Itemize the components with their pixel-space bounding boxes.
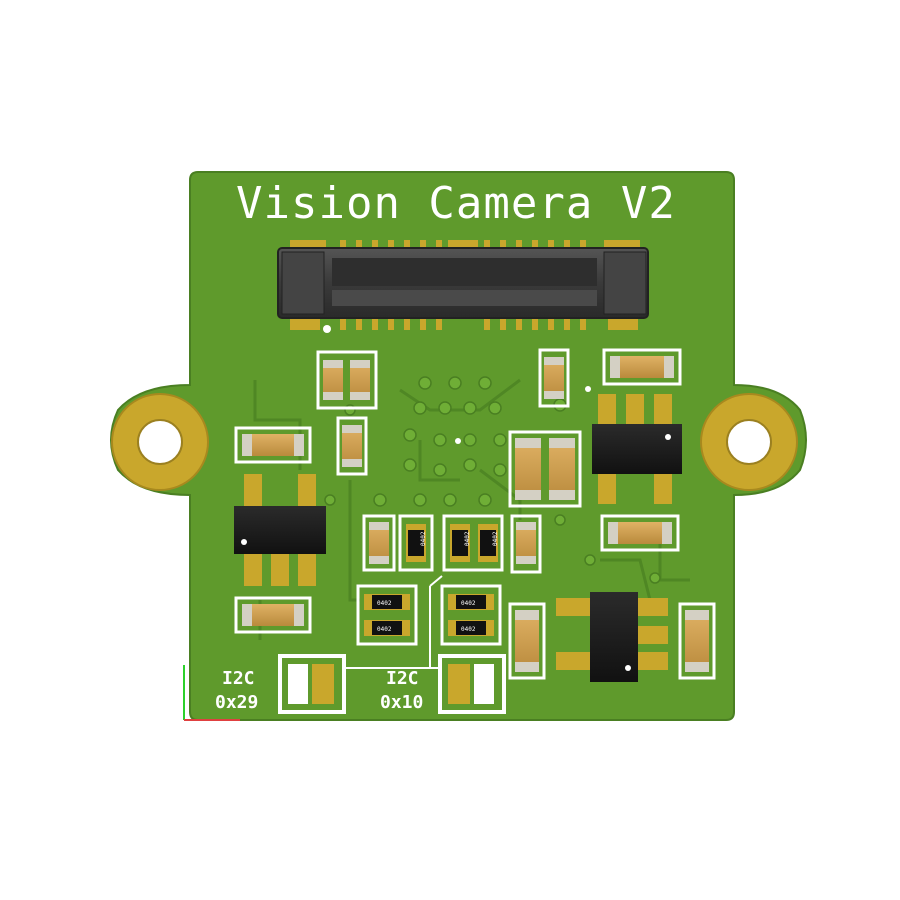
capacitor-c-left-bottom	[234, 596, 312, 634]
capacitor-group-top	[316, 350, 378, 410]
mounting-hole-left	[111, 393, 209, 491]
svg-text:0402: 0402	[377, 626, 392, 633]
fpc-connector-icon	[277, 240, 649, 333]
i2c-jumper-0x29	[278, 654, 346, 714]
capacitor-c-top-right	[602, 348, 682, 386]
vias	[324, 376, 661, 584]
svg-text:0402: 0402	[492, 531, 499, 546]
capacitor-c-left	[234, 426, 312, 464]
i2c-label-0x10-line2: 0x10	[380, 692, 423, 713]
resistor-block-mid: 0402 0402	[440, 584, 502, 646]
resistor-r-left-mid	[336, 416, 368, 476]
i2c-label-0x10-line1: I2C	[386, 668, 419, 689]
resistor-row-center	[362, 514, 542, 574]
axis-marker-icon	[183, 665, 240, 721]
svg-text:0402: 0402	[461, 626, 476, 633]
svg-text:0402: 0402	[377, 600, 392, 607]
ic-chip-bottom-right	[556, 592, 668, 682]
capacitor-c-bottom-mid	[508, 602, 546, 680]
mounting-hole-right	[700, 393, 798, 491]
capacitor-c-top-mid	[538, 348, 570, 408]
fiducial-dots	[455, 386, 591, 444]
board-title: Vision Camera V2	[236, 178, 676, 229]
i2c-label-0x29-line2: 0x29	[215, 692, 258, 713]
svg-text:0402: 0402	[464, 531, 471, 546]
svg-text:0402: 0402	[420, 531, 427, 546]
i2c-jumper-0x10	[438, 654, 506, 714]
capacitor-c-bottom-right	[678, 602, 716, 680]
resistor-block-left: 0402 0402	[356, 584, 418, 646]
ic-chip-left	[234, 474, 326, 586]
i2c-label-0x29-line1: I2C	[222, 668, 255, 689]
resistor-markings: 0402 0402 0402	[420, 531, 499, 546]
capacitor-pair-center	[508, 430, 582, 508]
ic-chip-icon	[592, 394, 682, 504]
silk-divider	[345, 575, 443, 669]
capacitor-c-right-mid	[600, 514, 680, 552]
svg-text:0402: 0402	[461, 600, 476, 607]
